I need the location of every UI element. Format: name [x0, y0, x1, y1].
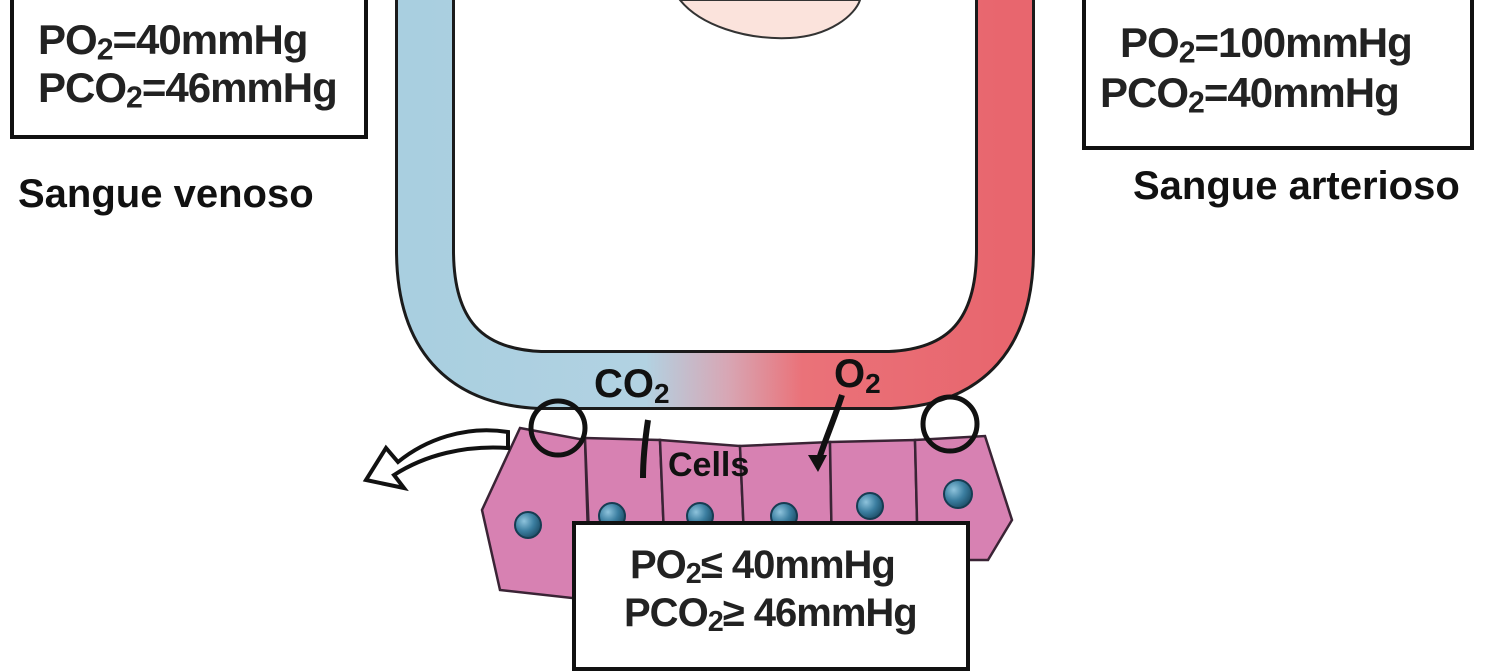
- tissue-pco2: PCO2≥ 46mmHg: [624, 589, 966, 637]
- blood-vessel: [425, 0, 1005, 380]
- nucleus: [515, 512, 541, 538]
- nucleus: [944, 480, 972, 508]
- arterial-pressure-box: PO2=100mmHg PCO2=40mmHg: [1082, 0, 1474, 150]
- tissue-po2: PO2≤ 40mmHg: [624, 541, 966, 589]
- venous-pressure-box: PO2=40mmHg PCO2=46mmHg: [10, 0, 368, 139]
- venous-blood-label: Sangue venoso: [18, 172, 314, 217]
- nucleus: [857, 493, 883, 519]
- venous-po2: PO2=40mmHg: [38, 16, 364, 64]
- vessel-outline: [425, 0, 1005, 380]
- cells-label: Cells: [668, 446, 749, 484]
- arterial-po2: PO2=100mmHg: [1100, 18, 1470, 68]
- arterial-pco2: PCO2=40mmHg: [1100, 68, 1470, 118]
- arterial-blood-label: Sangue arterioso: [1133, 164, 1460, 209]
- venous-pco2: PCO2=46mmHg: [38, 64, 364, 112]
- tissue-pressure-box: PO2≤ 40mmHg PCO2≥ 46mmHg: [572, 521, 970, 671]
- outflow-arrow: [366, 430, 508, 488]
- alveolus-shape: [680, 0, 860, 38]
